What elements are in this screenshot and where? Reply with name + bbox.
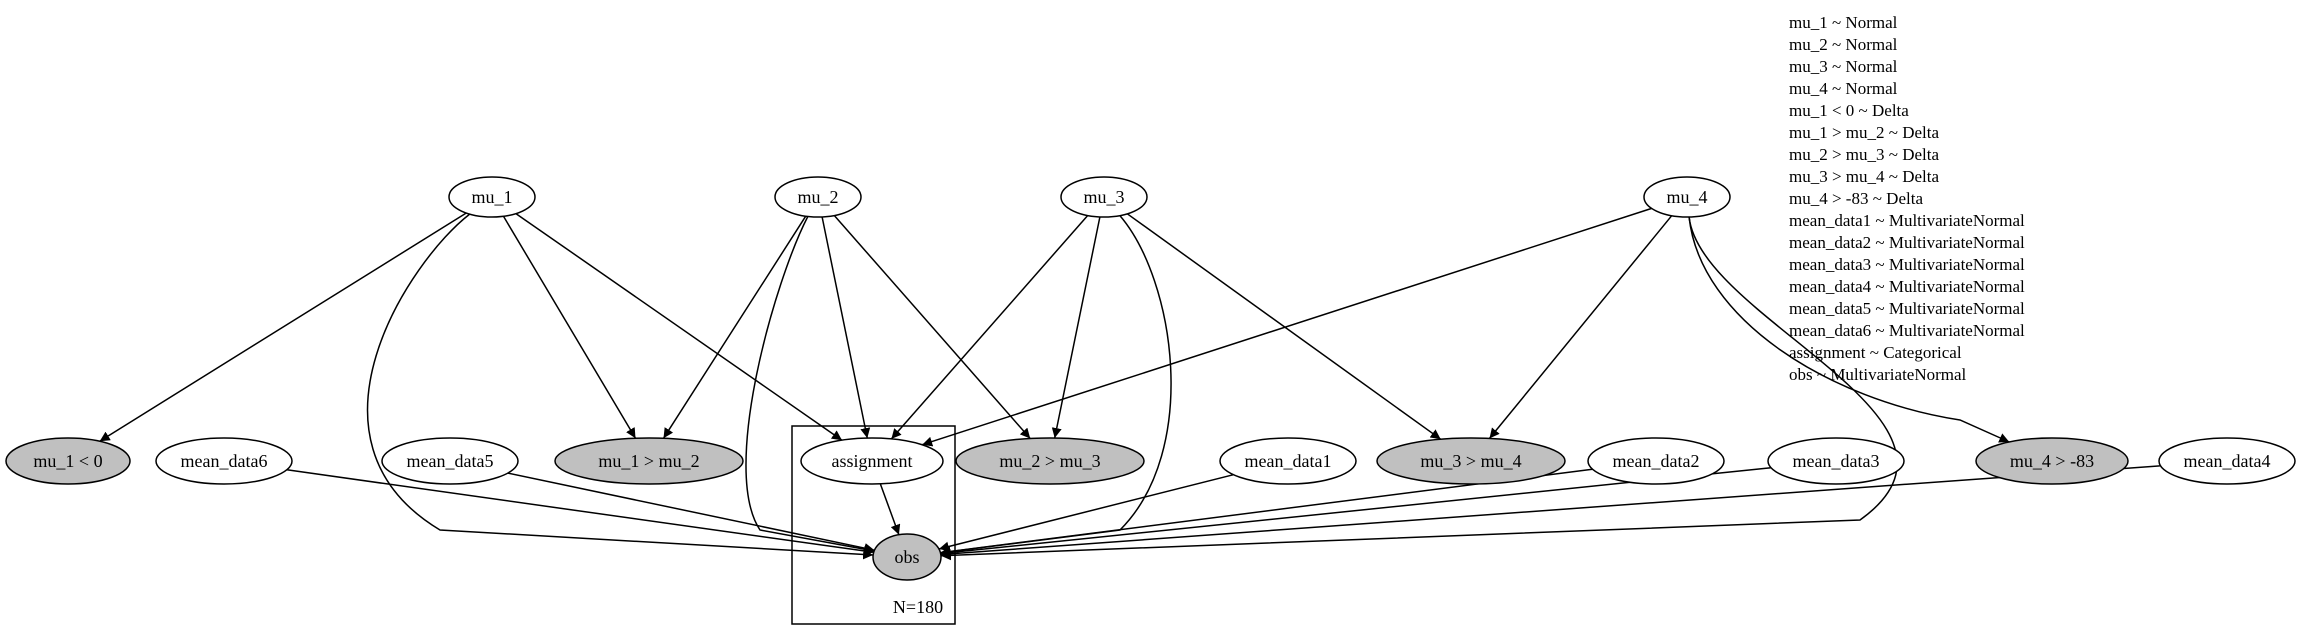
edge-mu_4-to-c4: [1488, 215, 1673, 439]
distribution-list: mu_1 ~ Normal mu_2 ~ Normal mu_3 ~ Normal m…: [1789, 13, 2025, 384]
node-mu_2[interactable]: mu_2: [774, 176, 862, 218]
node-mean_data3[interactable]: mean_data3: [1767, 437, 1905, 485]
edge-mean_data1-to-obs: [938, 473, 1234, 552]
edge-mu_3-to-c4: [1126, 213, 1442, 440]
edge-mu_3-to-assignment: [890, 215, 1089, 440]
node-label: mean_data1: [1245, 451, 1332, 471]
edge-mu_2-to-assignment: [821, 216, 871, 439]
node-mu_4[interactable]: mu_4: [1643, 176, 1731, 218]
node-label: mean_data3: [1793, 451, 1880, 471]
distribution-line: mu_4 > -83 ~ Delta: [1789, 189, 1923, 208]
distribution-line: mean_data1 ~ MultivariateNormal: [1789, 211, 2025, 230]
node-label: mean_data2: [1613, 451, 1700, 471]
node-ellipse: [955, 437, 1145, 485]
node-ellipse: [800, 437, 944, 485]
node-ellipse: [774, 176, 862, 218]
distribution-line: mu_2 ~ Normal: [1789, 35, 1898, 54]
node-assignment[interactable]: assignment: [800, 437, 944, 485]
plate-layer: N=180: [791, 425, 956, 625]
node-label: mu_2: [797, 187, 838, 207]
edge-mu_1-to-assignment: [515, 212, 843, 441]
node-label: obs: [894, 547, 919, 567]
edge-mu_2-to-obs: [745, 216, 875, 555]
node-ellipse: [1219, 437, 1357, 485]
distribution-line: mu_3 ~ Normal: [1789, 57, 1898, 76]
distribution-line: mu_1 > mu_2 ~ Delta: [1789, 123, 1939, 142]
node-ellipse: [155, 437, 293, 485]
edge-mu_4-to-c5: [1688, 216, 2010, 443]
edge-assignment-to-obs: [879, 483, 901, 535]
edge-mu_2-to-c3: [833, 215, 1031, 439]
node-ellipse: [448, 176, 536, 218]
node-mu_1[interactable]: mu_1: [448, 176, 536, 218]
distribution-line: mu_1 < 0 ~ Delta: [1789, 101, 1909, 120]
node-mean_data5[interactable]: mean_data5: [381, 437, 519, 485]
node-obs[interactable]: obs: [872, 533, 942, 581]
node-ellipse: [1376, 437, 1566, 485]
node-mean_data1[interactable]: mean_data1: [1219, 437, 1357, 485]
edge-mu_1-to-c1: [99, 212, 467, 442]
node-mean_data4[interactable]: mean_data4: [2158, 437, 2296, 485]
distribution-line: assignment ~ Categorical: [1789, 343, 1962, 362]
node-ellipse: [1767, 437, 1905, 485]
node-ellipse: [1975, 437, 2129, 485]
node-ellipse: [554, 437, 744, 485]
distribution-line: mu_1 ~ Normal: [1789, 13, 1898, 32]
edge-mean_data4-to-obs: [940, 465, 2161, 559]
distribution-line: obs ~ MultivariateNormal: [1789, 365, 1967, 384]
node-c1[interactable]: mu_1 < 0: [5, 437, 131, 485]
node-mean_data2[interactable]: mean_data2: [1587, 437, 1725, 485]
node-label: mu_1 > mu_2: [598, 451, 699, 471]
node-c2[interactable]: mu_1 > mu_2: [554, 437, 744, 485]
edge-mu_4-to-assignment: [921, 207, 1652, 447]
node-label: mu_3 > mu_4: [1420, 451, 1521, 471]
edge-mu_2-to-c2: [662, 215, 807, 439]
node-label: mean_data5: [407, 451, 494, 471]
node-label: mu_4: [1666, 187, 1707, 207]
node-label: mu_2 > mu_3: [999, 451, 1100, 471]
distribution-line: mean_data2 ~ MultivariateNormal: [1789, 233, 2025, 252]
node-label: mean_data4: [2184, 451, 2271, 471]
plate-box: [791, 425, 956, 625]
nodes-layer: mu_1 mu_2 mu_3 mu_4 mu_1 < 0 mean_data6 mean_d…: [5, 176, 2296, 581]
node-label: mean_data6: [181, 451, 268, 471]
edge-mean_data6-to-obs: [286, 469, 874, 556]
edge-mu_1-to-obs: [366, 213, 874, 560]
distribution-line: mu_3 > mu_4 ~ Delta: [1789, 167, 1939, 186]
edges-layer: [99, 207, 2161, 561]
node-label: mu_3: [1083, 187, 1124, 207]
edge-mu_3-to-obs: [940, 215, 1172, 557]
plate-label: N=180: [893, 597, 943, 617]
node-ellipse: [872, 533, 942, 581]
node-mean_data6[interactable]: mean_data6: [155, 437, 293, 485]
distribution-line: mu_2 > mu_3 ~ Delta: [1789, 145, 1939, 164]
node-c3[interactable]: mu_2 > mu_3: [955, 437, 1145, 485]
edge-mu_1-to-c2: [502, 215, 637, 439]
edge-mean_data5-to-obs: [507, 472, 875, 554]
node-ellipse: [2158, 437, 2296, 485]
node-ellipse: [381, 437, 519, 485]
node-ellipse: [1643, 176, 1731, 218]
node-label: mu_4 > -83: [2010, 451, 2094, 471]
distribution-line: mean_data4 ~ MultivariateNormal: [1789, 277, 2025, 296]
distribution-line: mean_data6 ~ MultivariateNormal: [1789, 321, 2025, 340]
node-ellipse: [1587, 437, 1725, 485]
distribution-line: mu_4 ~ Normal: [1789, 79, 1898, 98]
edge-mu_3-to-c3: [1051, 216, 1101, 439]
distribution-line: mean_data3 ~ MultivariateNormal: [1789, 255, 2025, 274]
node-label: assignment: [832, 451, 913, 471]
node-label: mu_1 < 0: [33, 451, 102, 471]
node-ellipse: [1060, 176, 1148, 218]
node-ellipse: [5, 437, 131, 485]
distribution-line: mean_data5 ~ MultivariateNormal: [1789, 299, 2025, 318]
node-c5[interactable]: mu_4 > -83: [1975, 437, 2129, 485]
node-mu_3[interactable]: mu_3: [1060, 176, 1148, 218]
edge-mu_4-to-obs: [940, 216, 1898, 561]
node-label: mu_1: [471, 187, 512, 207]
node-c4[interactable]: mu_3 > mu_4: [1376, 437, 1566, 485]
